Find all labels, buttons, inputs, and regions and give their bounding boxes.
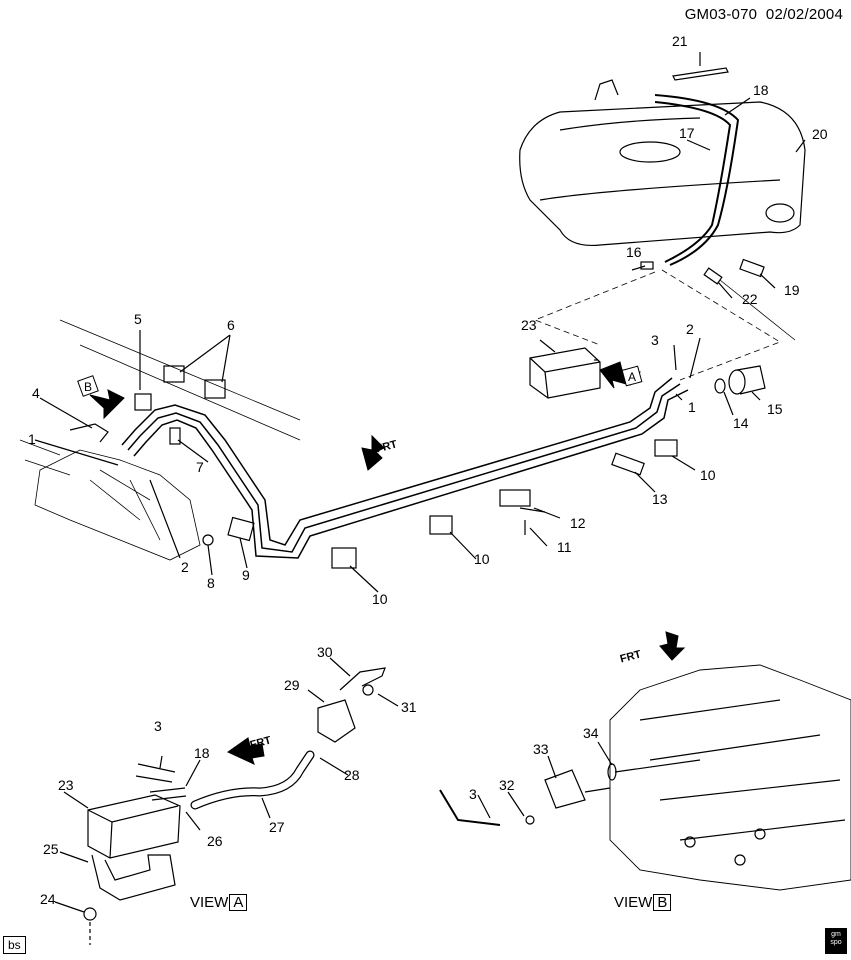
callout-24: 24 bbox=[40, 891, 56, 907]
callout-7: 7 bbox=[196, 459, 204, 475]
callout-22: 22 bbox=[742, 291, 758, 307]
callout-19: 19 bbox=[784, 282, 800, 298]
callout-25: 25 bbox=[43, 841, 59, 857]
view-b-text: VIEW bbox=[614, 894, 653, 911]
direction-arrows bbox=[89, 361, 686, 765]
callout-3c: 3 bbox=[469, 786, 477, 802]
callout-23b: 23 bbox=[58, 777, 74, 793]
callout-8: 8 bbox=[207, 575, 215, 591]
callout-16: 16 bbox=[626, 244, 642, 260]
callout-10b: 10 bbox=[474, 551, 490, 567]
callout-28: 28 bbox=[344, 767, 360, 783]
diagram-code: GM03-070 bbox=[684, 6, 758, 23]
callout-11: 11 bbox=[557, 539, 572, 555]
callout-23: 23 bbox=[521, 317, 537, 333]
engine-bay-left bbox=[19, 319, 301, 561]
canister-23 bbox=[529, 347, 601, 399]
callout-32: 32 bbox=[499, 777, 515, 793]
callout-12: 12 bbox=[570, 515, 586, 531]
callout-33: 33 bbox=[533, 741, 549, 757]
callout-30: 30 bbox=[317, 644, 333, 660]
direction-b-mark: B bbox=[84, 380, 93, 394]
diagram-header: GM03-070 02/02/2004 bbox=[685, 6, 843, 23]
callout-10c: 10 bbox=[372, 591, 388, 607]
view-a-letter: A bbox=[229, 894, 248, 911]
callout-2: 2 bbox=[181, 559, 189, 575]
callout-13: 13 bbox=[652, 491, 668, 507]
callout-21: 21 bbox=[672, 33, 688, 49]
fuel-tank bbox=[519, 79, 806, 247]
callout-3: 3 bbox=[651, 332, 659, 348]
callout-29: 29 bbox=[284, 677, 300, 693]
callout-3b: 3 bbox=[154, 718, 162, 734]
callout-1b: 1 bbox=[688, 399, 696, 415]
direction-a-mark: A bbox=[628, 370, 637, 384]
view-b-letter: B bbox=[653, 894, 672, 911]
callout-27: 27 bbox=[269, 819, 285, 835]
callout-5: 5 bbox=[134, 311, 142, 327]
callout-17: 17 bbox=[679, 125, 695, 141]
diagram-date: 02/02/2004 bbox=[765, 6, 843, 23]
callout-2b: 2 bbox=[686, 321, 694, 337]
callout-20: 20 bbox=[812, 126, 828, 142]
callout-6: 6 bbox=[227, 317, 235, 333]
callout-18b: 18 bbox=[194, 745, 210, 761]
callout-14: 14 bbox=[733, 415, 749, 431]
callout-15: 15 bbox=[767, 401, 783, 417]
callout-31: 31 bbox=[401, 699, 417, 715]
callout-18: 18 bbox=[753, 82, 769, 98]
bs-badge: bs bbox=[3, 936, 26, 954]
callout-9: 9 bbox=[242, 567, 250, 583]
callout-34: 34 bbox=[583, 725, 599, 741]
callout-26: 26 bbox=[207, 833, 223, 849]
callout-4: 4 bbox=[32, 385, 40, 401]
view-b-art bbox=[439, 664, 851, 891]
callout-10a: 10 bbox=[700, 467, 716, 483]
view-a-text: VIEW bbox=[190, 894, 229, 911]
view-a-art bbox=[54, 657, 399, 945]
callout-1: 1 bbox=[28, 431, 36, 447]
gm-spo-logo: gm spo bbox=[825, 928, 847, 954]
